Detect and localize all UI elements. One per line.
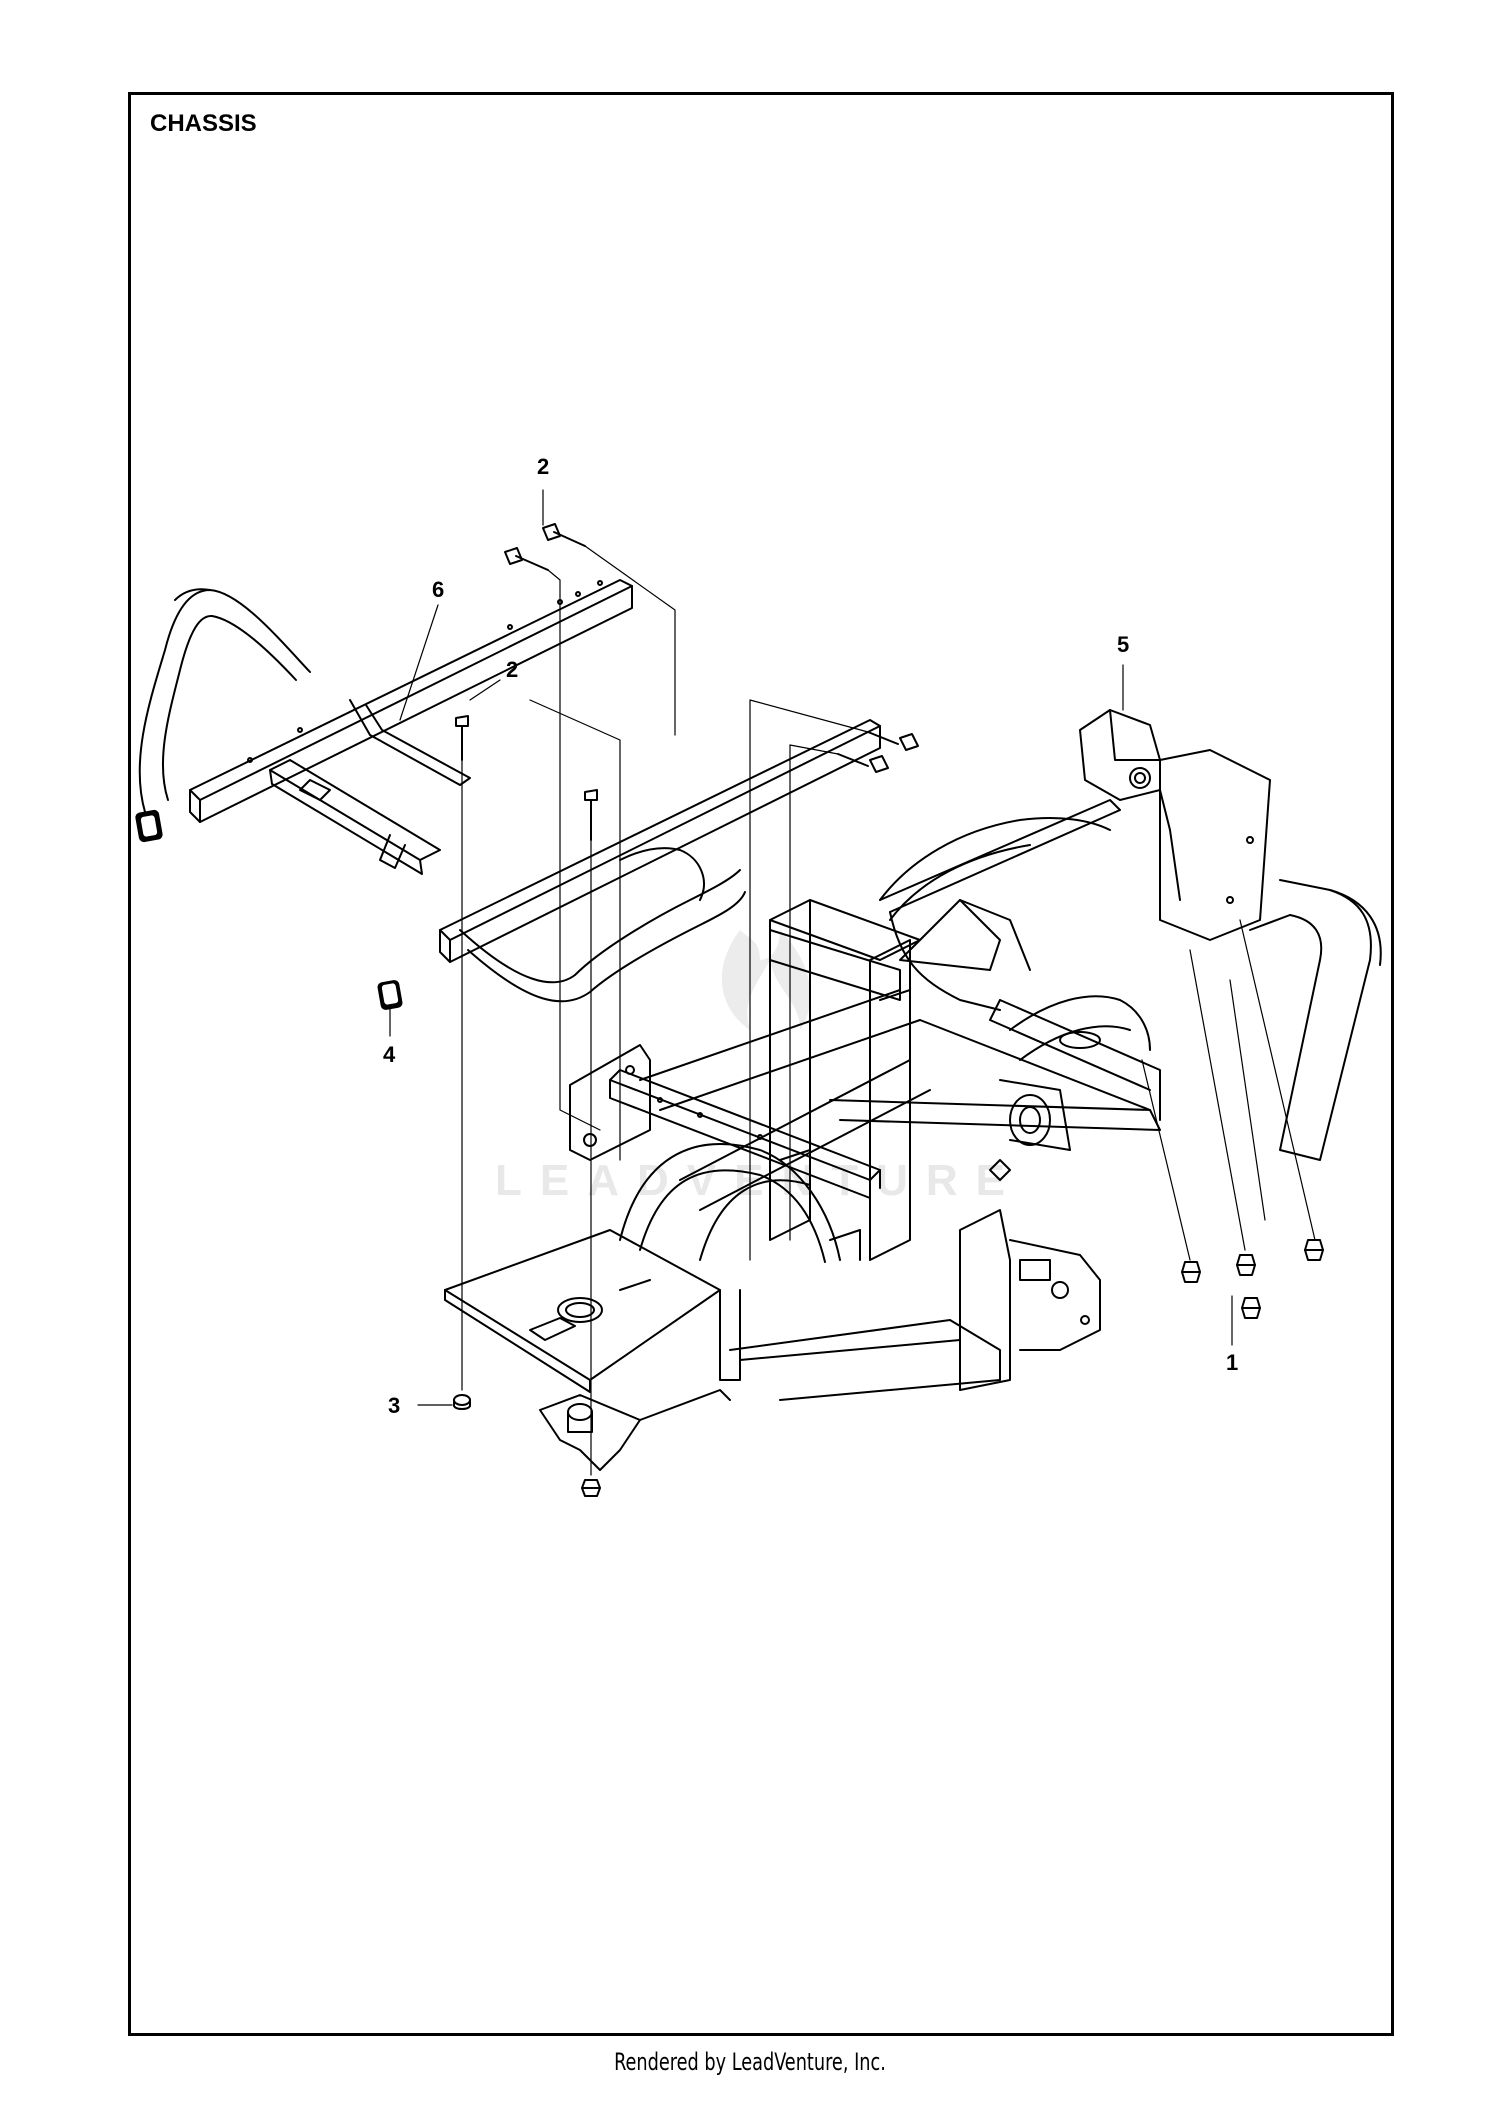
callout-1: 1 [1226, 1350, 1238, 1375]
part-2-bolts [455, 523, 919, 841]
callout-4: 4 [383, 1042, 396, 1067]
part-1-nuts [1181, 1239, 1324, 1319]
callout-labels: 2 6 2 5 4 1 3 [383, 454, 1238, 1418]
callout-5: 5 [1117, 632, 1129, 657]
callout-6: 6 [432, 577, 444, 602]
explode-leader-lines [461, 545, 1316, 1476]
watermark: LEADVENTURE [495, 930, 1023, 1205]
callout-2-mid: 2 [506, 657, 518, 682]
part-3-washers [453, 1394, 601, 1497]
footer-credit: Rendered by LeadVenture, Inc. [614, 2048, 886, 2076]
part-5-front-frame [879, 709, 1382, 1161]
main-chassis-frame [444, 899, 1161, 1471]
page-title: CHASSIS [150, 110, 257, 137]
watermark-text: LEADVENTURE [495, 1156, 1023, 1205]
part-6-rear-bar-assembly [135, 579, 881, 1010]
callout-3: 3 [388, 1393, 400, 1418]
callout-leaders [389, 489, 1233, 1406]
callout-2-top: 2 [537, 454, 549, 479]
diagram-frame [128, 92, 1394, 2036]
